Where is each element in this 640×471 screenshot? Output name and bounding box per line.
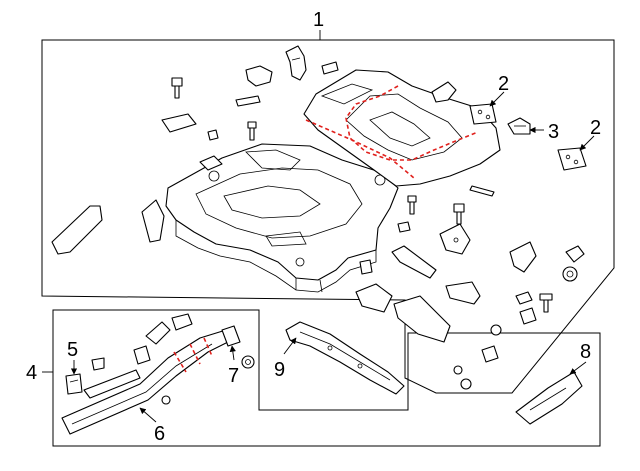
clip-center <box>359 259 373 275</box>
part-2-plate-upper <box>469 103 497 125</box>
callout-2-upper: 2 <box>498 73 509 95</box>
clip-lower <box>519 307 537 325</box>
leader-7 <box>229 345 236 361</box>
side-bracket-left-2 <box>141 199 165 243</box>
part-9-rail <box>285 321 405 395</box>
part-2-plate-right <box>557 147 587 171</box>
plate-left <box>161 113 197 133</box>
main-assembly-frame <box>41 39 615 394</box>
callout-1: 1 <box>313 9 324 31</box>
leader-6 <box>139 407 157 423</box>
strip-top <box>235 95 261 107</box>
leader-2-right <box>579 135 595 151</box>
clip-top <box>321 61 339 75</box>
bolt-top-left <box>171 77 183 99</box>
nut-lower-2 <box>453 365 463 375</box>
part-3-clip <box>507 117 531 135</box>
nut-lower-1 <box>490 324 502 336</box>
bracket-right-mid <box>439 223 471 255</box>
part-7-clip <box>221 325 241 347</box>
callout-7: 7 <box>228 365 239 387</box>
callout-5: 5 <box>67 339 78 361</box>
small-tab-1 <box>91 357 105 371</box>
bracket-lower-center <box>355 283 393 313</box>
nut-rail-2 <box>161 395 171 405</box>
bolt-right <box>453 203 465 225</box>
callout-6: 6 <box>154 423 165 445</box>
cut-line-front <box>305 119 415 179</box>
callout-9: 9 <box>274 359 285 381</box>
nut-rail <box>241 355 255 369</box>
nut-lower-3 <box>460 378 472 390</box>
part-8-bracket <box>515 371 583 425</box>
part-6-side-rail <box>61 329 233 435</box>
crossmember-right <box>391 245 437 279</box>
callout-2-right: 2 <box>590 117 601 139</box>
bracket-upper-right <box>431 81 457 103</box>
small-bracket-mid <box>199 155 223 171</box>
clip-lower-2 <box>481 345 499 363</box>
callout-4: 4 <box>26 362 37 384</box>
small-tab-2 <box>133 345 151 365</box>
rail-group-frame <box>52 309 601 447</box>
nut-far-right <box>562 266 578 282</box>
bracket-right-tall <box>509 241 537 273</box>
side-bracket-left <box>51 205 103 255</box>
cut-line-rear <box>345 85 479 161</box>
bracket-rail-1 <box>145 321 171 345</box>
small-bracket-top-1 <box>285 45 307 81</box>
callout-8: 8 <box>580 341 591 363</box>
strip-right <box>469 185 495 197</box>
leader-8 <box>569 361 587 375</box>
crossmember-lower <box>393 295 451 343</box>
floor-pan <box>165 143 399 293</box>
strip-rail <box>83 369 141 399</box>
callout-3: 3 <box>548 121 559 143</box>
cut-line-rail-3 <box>203 337 213 357</box>
cut-line-rail-2 <box>189 343 201 365</box>
part-5-clip <box>65 373 83 395</box>
washer-right <box>397 221 411 233</box>
bracket-mid-lower <box>445 281 481 305</box>
bracket-rail-2 <box>171 313 193 331</box>
clip-far-right <box>565 245 585 263</box>
clip-lower-right <box>515 291 533 305</box>
bolt-center <box>247 121 257 141</box>
small-bracket-top-2 <box>245 65 273 87</box>
nut-small <box>207 129 219 141</box>
bolt-lower-right <box>539 293 553 313</box>
leader-9 <box>283 337 297 355</box>
bolt-right-2 <box>407 195 417 215</box>
leader-2-upper <box>489 91 505 107</box>
cut-line-rail-1 <box>173 351 187 373</box>
